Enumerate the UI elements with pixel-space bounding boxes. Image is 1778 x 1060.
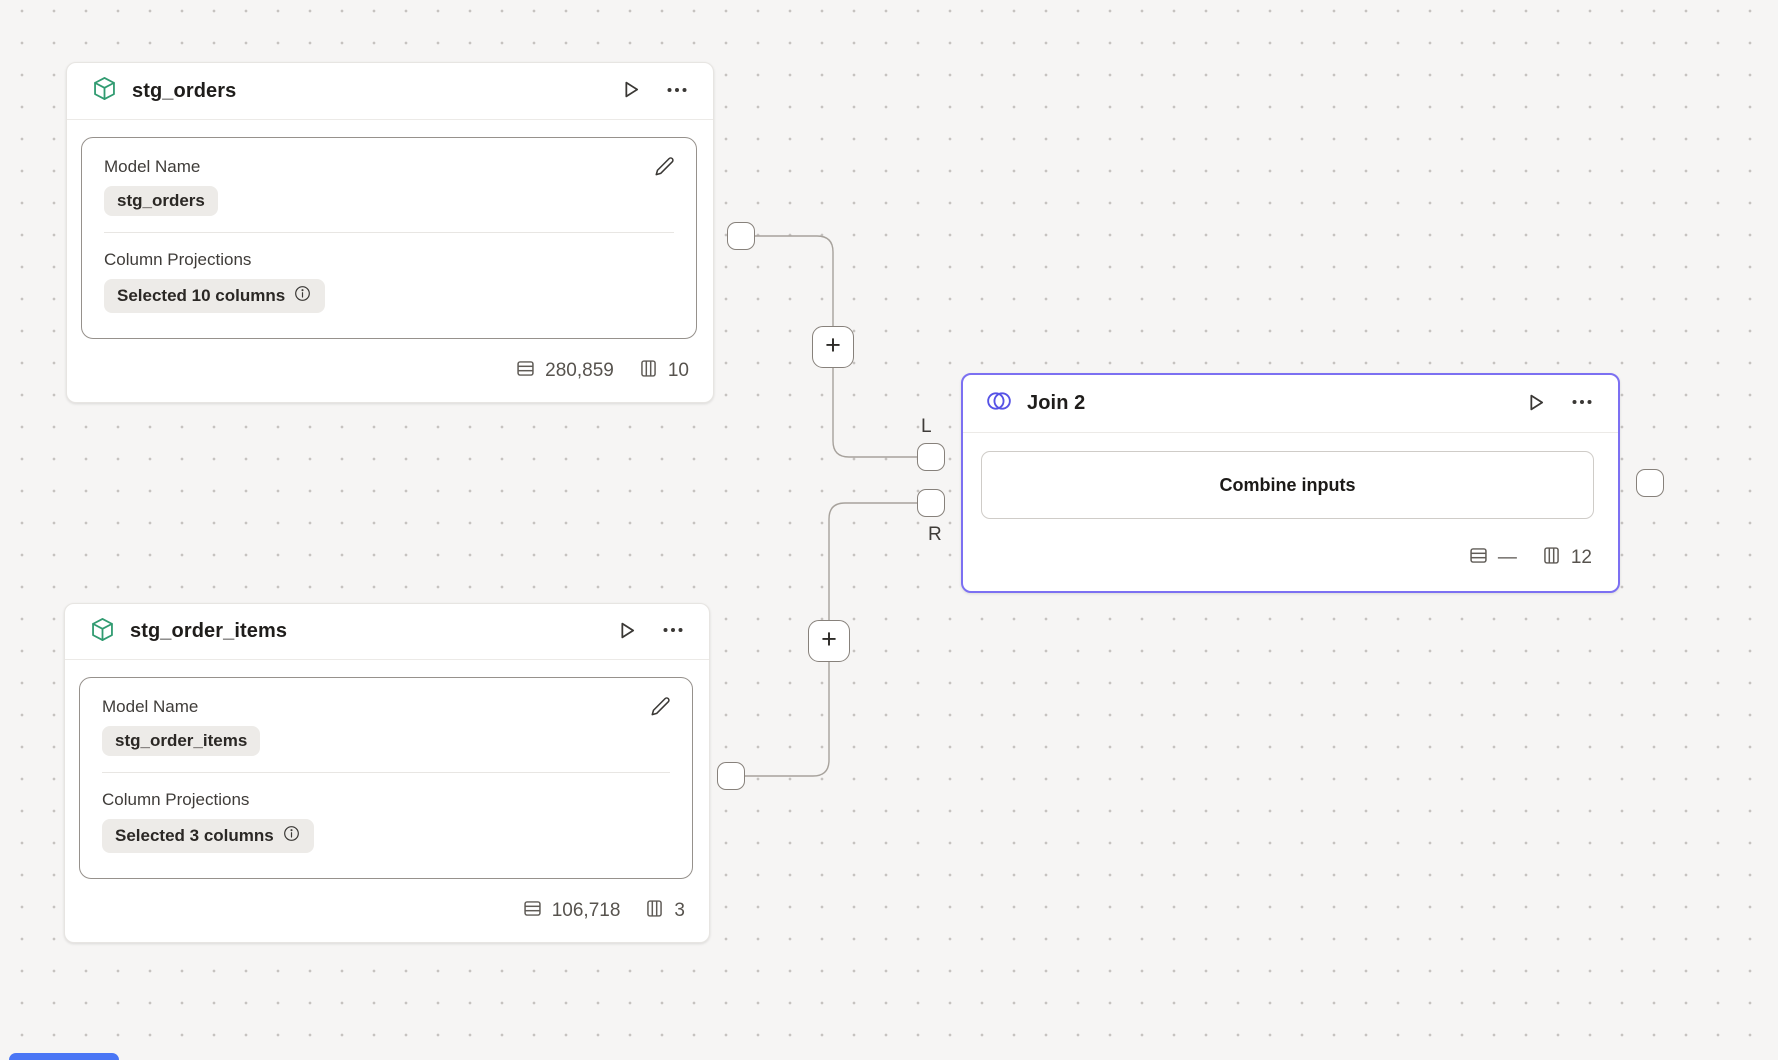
pencil-icon (649, 695, 672, 721)
node-footer: 280,859 10 (515, 339, 689, 402)
column-count: 3 (674, 899, 685, 921)
node-title: stg_orders (132, 79, 237, 102)
node-title: Join 2 (1027, 392, 1086, 414)
column-projections-label: Column Projections (104, 250, 252, 269)
row-count: 280,859 (545, 359, 614, 381)
node-stg-order-items[interactable]: stg_order_items (64, 603, 710, 943)
ellipsis-icon (661, 618, 685, 645)
rows-icon (522, 898, 543, 924)
join-right-port-label: R (928, 524, 942, 545)
model-name-label: Model Name (102, 697, 199, 716)
node-footer: 106,718 3 (522, 879, 685, 942)
edit-model-button[interactable] (653, 155, 676, 181)
node-header[interactable]: stg_orders (67, 63, 713, 120)
node-menu-button[interactable] (665, 78, 689, 105)
columns-icon (644, 898, 665, 924)
join-right-input-port[interactable] (917, 489, 945, 517)
model-config-panel: Model Name stg_order_items Column Projec… (79, 677, 693, 879)
node-footer: — 12 (1468, 525, 1592, 591)
row-count-stat: 106,718 (522, 898, 621, 924)
node-menu-button[interactable] (661, 618, 685, 645)
play-icon (614, 618, 639, 646)
info-icon (282, 824, 301, 848)
pencil-icon (653, 155, 676, 181)
row-count-stat: — (1468, 545, 1517, 571)
row-count: 106,718 (551, 899, 621, 921)
column-count-stat: 10 (638, 358, 689, 384)
row-count-stat: 280,859 (515, 358, 614, 384)
edit-model-button[interactable] (649, 695, 672, 721)
model-name-chip[interactable]: stg_orders (104, 186, 218, 216)
model-name-label: Model Name (104, 157, 201, 176)
play-icon (1523, 390, 1548, 418)
panel-divider (102, 772, 670, 773)
panel-divider (104, 232, 674, 233)
add-node-on-edge-button-top[interactable]: + (812, 326, 854, 368)
play-icon (618, 77, 643, 105)
add-node-on-edge-button-bottom[interactable]: + (808, 620, 850, 662)
cube-icon (91, 75, 118, 107)
column-count-stat: 12 (1541, 545, 1592, 571)
node-join-2[interactable]: Join 2 Combine (961, 373, 1620, 593)
columns-icon (638, 358, 659, 384)
node-stg-orders[interactable]: stg_orders (66, 62, 714, 403)
join-left-port-label: L (921, 416, 932, 437)
column-count: 10 (667, 359, 689, 381)
rows-icon (1468, 545, 1489, 571)
bottom-left-accent-bar (9, 1053, 119, 1060)
info-icon (293, 284, 312, 308)
model-config-panel: Model Name stg_orders Column Projections… (81, 137, 697, 339)
column-projections-chip[interactable]: Selected 3 columns (102, 819, 314, 853)
stg-orders-output-port[interactable] (727, 222, 755, 250)
node-header[interactable]: stg_order_items (65, 604, 709, 660)
run-node-button[interactable] (1523, 390, 1548, 418)
ellipsis-icon (1570, 390, 1594, 417)
node-header[interactable]: Join 2 (963, 375, 1618, 433)
column-count: 12 (1570, 547, 1592, 568)
stg-order-items-output-port[interactable] (717, 762, 745, 790)
join-circles-icon (985, 387, 1013, 420)
column-projections-label: Column Projections (102, 790, 250, 809)
rows-icon (515, 358, 536, 384)
cube-icon (89, 616, 116, 648)
join-left-input-port[interactable] (917, 443, 945, 471)
run-node-button[interactable] (618, 77, 643, 105)
join-output-port[interactable] (1636, 469, 1664, 497)
row-count: — (1497, 547, 1517, 568)
node-title: stg_order_items (130, 620, 288, 642)
node-menu-button[interactable] (1570, 390, 1594, 417)
column-projections-value: Selected 3 columns (115, 826, 274, 845)
run-node-button[interactable] (614, 618, 639, 646)
column-count-stat: 3 (644, 898, 685, 924)
column-projections-chip[interactable]: Selected 10 columns (104, 279, 326, 313)
columns-icon (1541, 545, 1562, 571)
ellipsis-icon (665, 78, 689, 105)
model-name-chip[interactable]: stg_order_items (102, 726, 261, 756)
combine-inputs-button[interactable]: Combine inputs (981, 451, 1594, 519)
column-projections-value: Selected 10 columns (117, 286, 286, 305)
